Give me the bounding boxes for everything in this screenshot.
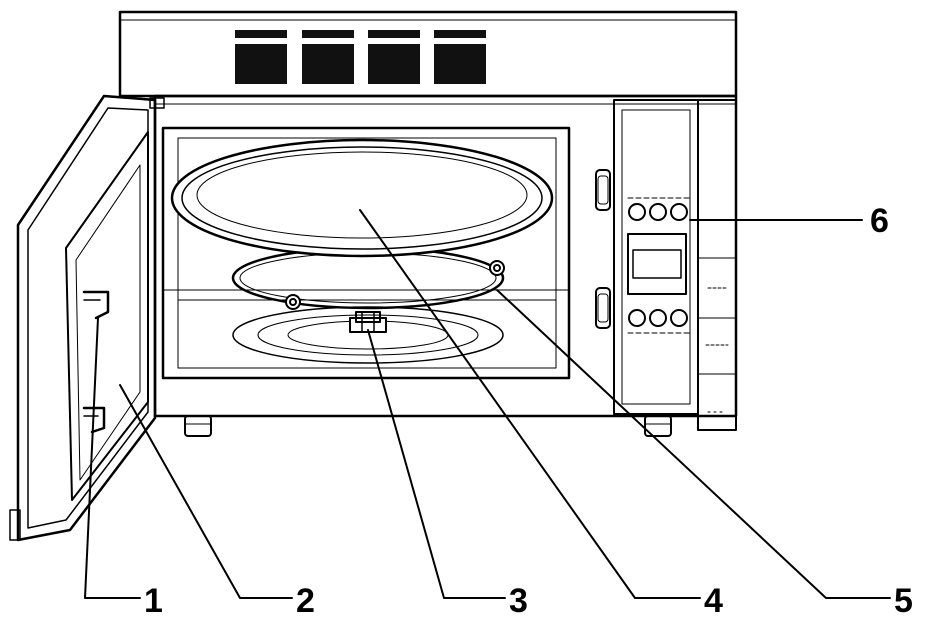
leader-line-1 — [84, 317, 141, 599]
vent-slots — [235, 30, 486, 84]
callout-3: 3 — [509, 582, 528, 620]
callout-5: 5 — [894, 582, 913, 620]
callout-2: 2 — [296, 582, 315, 620]
leader-line-3 — [367, 329, 506, 599]
callout-1: 1 — [144, 582, 163, 620]
door — [9, 94, 165, 542]
glass-tray — [170, 138, 554, 258]
leader-lines — [84, 209, 891, 599]
top-cabinet — [118, 10, 738, 98]
leader-line-2 — [119, 384, 293, 599]
oven-cavity — [161, 126, 611, 380]
leader-line-5 — [496, 289, 891, 599]
callout-4: 4 — [704, 582, 723, 620]
control-panel — [613, 99, 737, 431]
leader-line-4 — [359, 209, 701, 599]
callout-6: 6 — [870, 202, 889, 240]
